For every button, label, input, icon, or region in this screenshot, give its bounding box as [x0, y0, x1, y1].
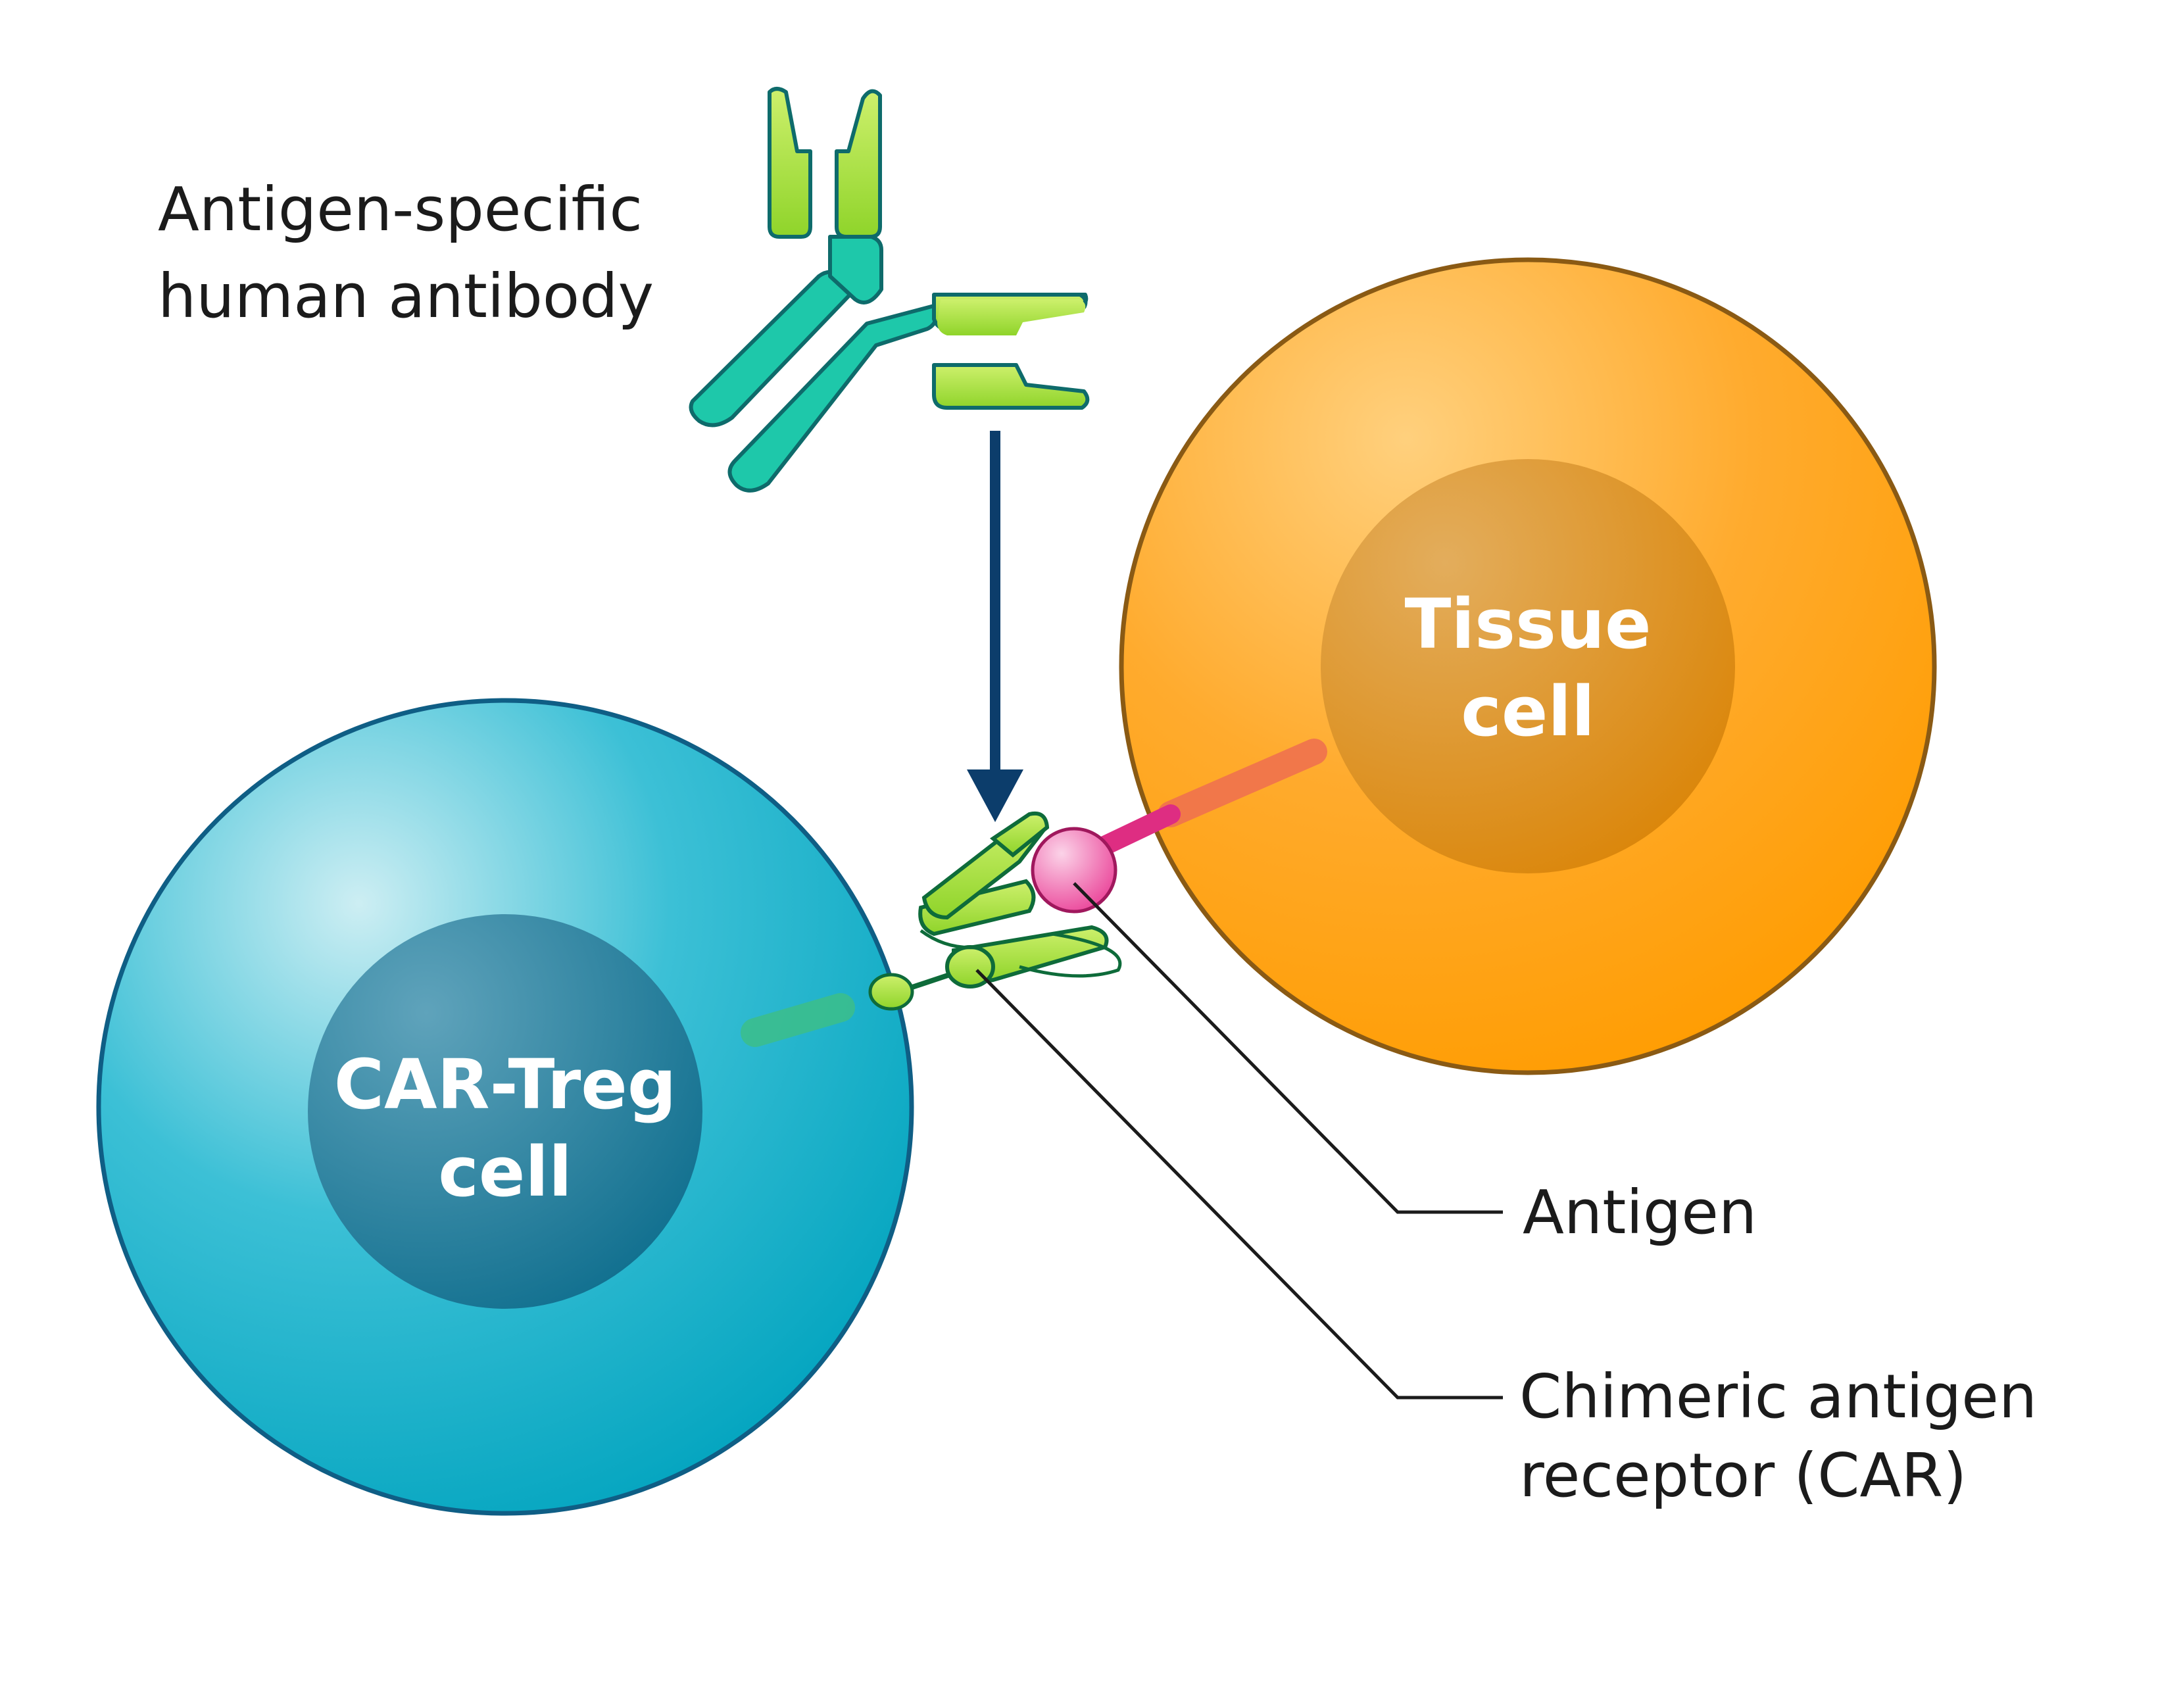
antigen	[1031, 739, 1327, 914]
antibody-light-chain-top-right	[835, 89, 882, 239]
car-scfv-upper-base	[918, 879, 1036, 937]
antibody-light-chain-top-left	[768, 87, 812, 239]
leader-lines	[975, 882, 1503, 1400]
chimeric-antigen-receptor	[741, 812, 1122, 1047]
car-label-line1: Chimeric antigen	[1519, 1361, 2037, 1432]
tissue-nucleus	[1321, 459, 1735, 873]
car-treg-cell: CAR-Treg cell	[96, 698, 914, 1516]
antibody-heavy-upper	[828, 235, 883, 305]
antibody-label-line1: Antigen-specific	[158, 174, 643, 245]
antibody-label-line2: human antibody	[158, 261, 654, 331]
tissue-label-line1: Tissue	[1405, 584, 1652, 664]
car-transmembrane	[741, 993, 855, 1047]
car-hinge-bead	[868, 973, 914, 1011]
antigen-label: Antigen	[1523, 1177, 1757, 1248]
antigen-leader-line	[1073, 882, 1503, 1214]
antigen-stalk-inner	[1158, 739, 1327, 827]
tissue-label-line2: cell	[1461, 671, 1594, 752]
antibody-light-chain-right-upper	[937, 299, 1086, 335]
antibody-icon	[689, 87, 1090, 493]
tissue-cell: Tissue cell	[1119, 257, 1937, 1075]
antigen-head	[1031, 827, 1117, 914]
car-scfv-tip	[990, 812, 1050, 858]
car-leader-line	[975, 969, 1503, 1400]
binding-arrow	[967, 431, 1023, 822]
car-label-line2: receptor (CAR)	[1519, 1440, 1967, 1511]
treg-label-line1: CAR-Treg	[334, 1044, 677, 1125]
treg-label-line2: cell	[438, 1132, 572, 1212]
car-scfv-link	[919, 929, 1122, 978]
treg-nucleus	[308, 914, 702, 1309]
antibody-light-chain-right-bottom	[932, 363, 1090, 410]
arrow-head	[967, 769, 1023, 822]
